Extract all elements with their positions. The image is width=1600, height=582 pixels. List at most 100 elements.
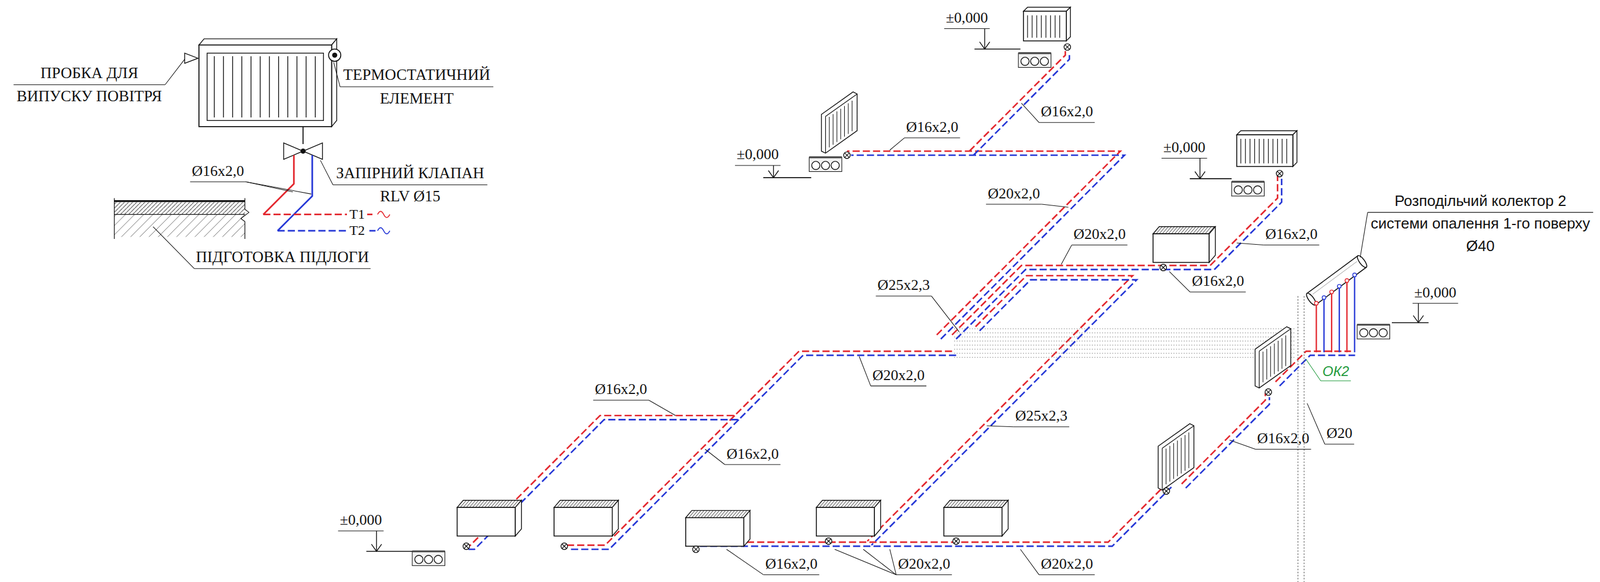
radiator-fin — [1240, 138, 1241, 164]
radiator-edge — [1258, 350, 1260, 389]
hidden-pipe — [954, 328, 1296, 330]
leader-line — [704, 449, 725, 465]
radiator-fin — [1277, 138, 1278, 164]
radiator-fin — [488, 500, 495, 508]
slab-edge — [412, 549, 445, 552]
hidden-pipe — [954, 356, 1296, 358]
level-line — [1391, 322, 1429, 324]
valve-body — [560, 542, 568, 550]
radiator-fin — [1155, 226, 1163, 234]
radiator-fin — [716, 510, 723, 517]
level-symbol — [1391, 302, 1429, 323]
radiator-fin — [1281, 138, 1283, 164]
radiator-body — [1158, 423, 1195, 490]
connection-detail — [114, 38, 376, 239]
floor-slab — [412, 551, 445, 566]
radiator-body — [1153, 233, 1210, 262]
radiator-fin — [989, 500, 997, 508]
valve-mark — [1161, 265, 1166, 271]
radiator-fin — [836, 111, 838, 143]
radiator-side — [515, 500, 522, 537]
hidden-pipe — [954, 336, 1296, 338]
radiator-fin — [995, 500, 1003, 508]
supply-pipe — [847, 150, 1121, 335]
label-shelf — [724, 463, 781, 465]
radiator-fin — [605, 500, 613, 508]
radiator-edge — [825, 116, 826, 154]
supply-pipe — [696, 482, 1168, 542]
level-arrow — [1194, 171, 1206, 179]
label-shelf — [896, 574, 952, 575]
slab-pipe — [1359, 328, 1368, 337]
valve-mark — [1065, 44, 1070, 50]
radiator-body — [198, 45, 332, 127]
radiator-fin — [851, 100, 853, 132]
supply-pipe — [263, 154, 294, 214]
slab-pipe — [1233, 185, 1243, 194]
radiator-valve — [825, 537, 832, 545]
valve-mark — [844, 152, 850, 158]
radiator-fin — [728, 510, 735, 517]
radiator-fin — [691, 510, 698, 517]
callout-text: ПІДГОТОВКА ПІДЛОГИ — [196, 246, 369, 269]
radiator-fin — [1180, 226, 1188, 234]
pipe-size: Ø20x2,0 — [898, 553, 951, 575]
slab-edge — [1018, 52, 1051, 54]
radiator-fin — [472, 500, 479, 508]
pipe-size: Ø16x2,0 — [1191, 270, 1244, 292]
radiator-side — [1209, 226, 1216, 263]
label-shelf — [1190, 291, 1246, 293]
valve-mark — [1164, 488, 1169, 494]
level-stem — [1417, 302, 1419, 323]
radiator-fin — [490, 500, 498, 508]
valve-mark — [826, 538, 831, 543]
label-shelf — [1412, 302, 1459, 304]
valve-mark — [562, 543, 567, 549]
slab-pipe — [424, 555, 433, 564]
branch-fitting — [1344, 278, 1349, 283]
radiator-top — [685, 510, 750, 517]
radiator-fin — [968, 500, 975, 508]
collector-branch — [1338, 287, 1340, 353]
radiator-fin — [710, 510, 717, 517]
slab-pipe — [414, 555, 423, 564]
label-shelf — [1013, 426, 1070, 427]
valve-mark — [464, 543, 469, 549]
slab-pipe — [1243, 185, 1252, 194]
radiator-fin — [828, 500, 835, 508]
pipe-size: Ø20x2,0 — [872, 364, 925, 386]
radiator-fin — [1173, 442, 1174, 479]
radiator-fin — [493, 500, 501, 508]
floor-line — [114, 213, 246, 215]
radiator-fin — [575, 500, 582, 508]
radiator-fin — [268, 56, 270, 118]
radiator-fin — [566, 500, 573, 508]
slab-pipe — [830, 161, 840, 170]
radiator-top — [1023, 6, 1071, 11]
pipe-size: Ø25x2,3 — [1015, 405, 1068, 427]
radiator-body — [816, 507, 875, 536]
branch-fitting — [1352, 272, 1356, 277]
radiator-fin — [852, 500, 860, 508]
leader-line — [245, 181, 312, 194]
radiator-fin — [837, 500, 845, 508]
valve-body — [825, 537, 832, 545]
radiator-fin — [463, 500, 470, 508]
radiator-fin — [829, 116, 830, 148]
hidden-pipe — [954, 344, 1296, 346]
level-line — [763, 176, 812, 179]
collector-title: Розподільчий колектор 2 системи опалення… — [1369, 189, 1592, 258]
radiator-valve — [692, 545, 700, 553]
hidden-pipe — [954, 332, 1296, 334]
label-shelf — [985, 203, 1042, 205]
radiator-fin — [259, 56, 261, 118]
radiator-fin — [1273, 343, 1275, 375]
slab-body — [1018, 53, 1051, 68]
radiator-valve — [1159, 264, 1167, 271]
pipe-size: Ø16x2,0 — [1265, 223, 1318, 245]
radiator-fin — [466, 500, 473, 508]
hidden-pipe — [954, 348, 1296, 350]
radiator — [1236, 130, 1298, 167]
supply-pipe — [969, 47, 1066, 151]
radiator-fin — [1177, 440, 1178, 476]
